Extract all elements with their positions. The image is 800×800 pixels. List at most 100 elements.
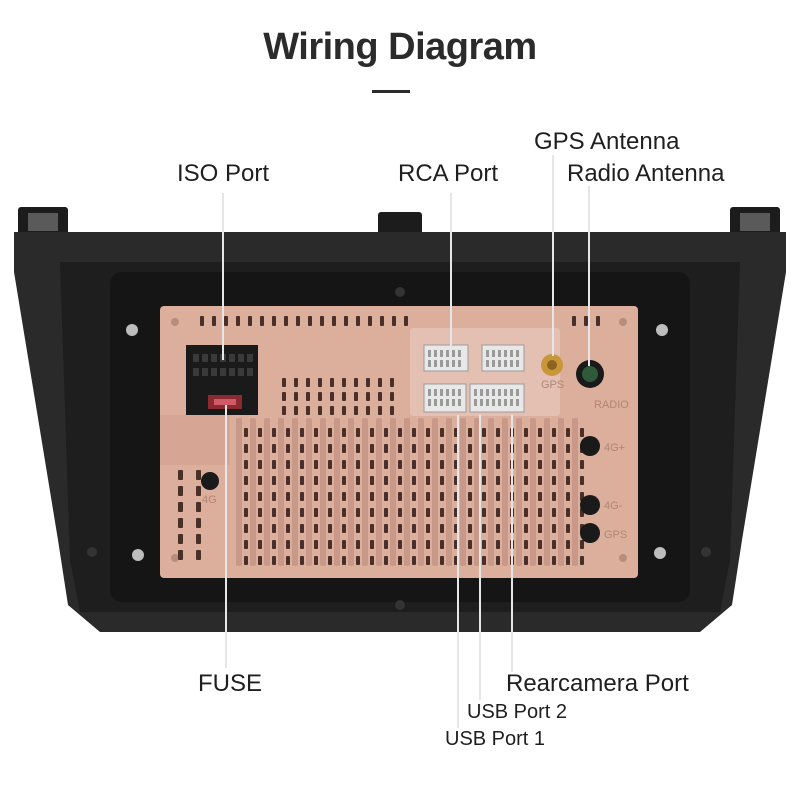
heatsink-rib bbox=[278, 418, 284, 566]
rib-hole bbox=[496, 492, 500, 501]
rca-pin bbox=[428, 399, 431, 406]
frame-hole-left bbox=[87, 547, 97, 557]
side-slot bbox=[196, 470, 201, 480]
rib-hole bbox=[300, 540, 304, 549]
rca-pin bbox=[510, 350, 513, 357]
rib-hole bbox=[342, 540, 346, 549]
rib-hole bbox=[552, 524, 556, 533]
rib-hole bbox=[328, 556, 332, 565]
rib-hole bbox=[356, 540, 360, 549]
rib-hole bbox=[384, 508, 388, 517]
rib-hole bbox=[342, 492, 346, 501]
rib-hole bbox=[426, 540, 430, 549]
rib-hole bbox=[398, 476, 402, 485]
rca-connectors bbox=[423, 344, 525, 413]
heatsink-rib bbox=[572, 418, 578, 566]
rib-hole bbox=[552, 460, 556, 469]
radio-antenna-jack bbox=[576, 360, 604, 388]
rib-hole bbox=[370, 492, 374, 501]
screw-top-right bbox=[656, 324, 668, 336]
rca-pin bbox=[428, 360, 431, 367]
rib-hole bbox=[384, 476, 388, 485]
rib-hole bbox=[552, 444, 556, 453]
heatsink-rib bbox=[264, 418, 270, 566]
rib-hole bbox=[580, 556, 584, 565]
rib-hole bbox=[328, 444, 332, 453]
vent-slot bbox=[236, 316, 240, 326]
rca-pin bbox=[492, 389, 495, 396]
rib-hole bbox=[272, 524, 276, 533]
rib-hole bbox=[286, 492, 290, 501]
rib-hole bbox=[468, 524, 472, 533]
vent-slot bbox=[306, 392, 310, 401]
right-tab-hole bbox=[740, 213, 770, 231]
rib-hole bbox=[496, 508, 500, 517]
rca-pin bbox=[428, 350, 431, 357]
rib-hole bbox=[258, 556, 262, 565]
rca-pin bbox=[492, 360, 495, 367]
rib-hole bbox=[412, 460, 416, 469]
vent-slot bbox=[404, 316, 408, 326]
rib-hole bbox=[566, 460, 570, 469]
label-rearcamera-port: Rearcamera Port bbox=[506, 670, 689, 697]
vent-slot bbox=[368, 316, 372, 326]
rca-pin bbox=[434, 389, 437, 396]
rib-hole bbox=[398, 492, 402, 501]
rca-pin bbox=[474, 389, 477, 396]
label-fuse: FUSE bbox=[198, 670, 263, 697]
rca-pin bbox=[504, 350, 507, 357]
rca-pin bbox=[474, 399, 477, 406]
rib-hole bbox=[244, 556, 248, 565]
rib-hole bbox=[412, 476, 416, 485]
iso-pin bbox=[211, 354, 217, 362]
side-slots bbox=[178, 470, 201, 560]
rib-hole bbox=[384, 428, 388, 437]
vent-slot bbox=[212, 316, 216, 326]
rca-pin bbox=[440, 360, 443, 367]
rib-hole bbox=[314, 556, 318, 565]
vent-slot bbox=[392, 316, 396, 326]
rib-hole bbox=[524, 508, 528, 517]
heatsink-rib bbox=[404, 418, 410, 566]
rib-hole bbox=[496, 556, 500, 565]
rib-hole bbox=[258, 540, 262, 549]
rib-hole bbox=[496, 460, 500, 469]
rib-hole bbox=[356, 556, 360, 565]
rca-pin bbox=[428, 389, 431, 396]
rib-hole bbox=[398, 524, 402, 533]
iso-pin bbox=[247, 368, 253, 376]
rca-pin bbox=[440, 350, 443, 357]
rib-hole bbox=[552, 428, 556, 437]
rib-hole bbox=[272, 508, 276, 517]
rib-hole bbox=[482, 460, 486, 469]
vent-slot bbox=[282, 406, 286, 415]
rib-hole bbox=[286, 460, 290, 469]
rib-hole bbox=[412, 444, 416, 453]
vent-slot bbox=[356, 316, 360, 326]
rib-hole bbox=[258, 428, 262, 437]
rib-hole bbox=[552, 476, 556, 485]
lte-minus-port bbox=[580, 495, 600, 515]
rca-pin bbox=[452, 389, 455, 396]
rib-hole bbox=[384, 460, 388, 469]
rca-pin bbox=[516, 350, 519, 357]
rib-hole bbox=[412, 524, 416, 533]
rca-pin bbox=[486, 360, 489, 367]
frame-hole-top bbox=[395, 287, 405, 297]
heatsink-rib bbox=[446, 418, 452, 566]
rib-hole bbox=[482, 540, 486, 549]
rib-hole bbox=[538, 428, 542, 437]
heatsink-rib bbox=[432, 418, 438, 566]
rib-hole bbox=[482, 476, 486, 485]
vent-slot bbox=[378, 378, 382, 387]
rib-hole bbox=[468, 492, 472, 501]
rib-hole bbox=[426, 508, 430, 517]
side-slot bbox=[178, 534, 183, 544]
iso-pin bbox=[238, 354, 244, 362]
vent-slot bbox=[296, 316, 300, 326]
rib-hole bbox=[496, 444, 500, 453]
gps-antenna-jack bbox=[541, 354, 563, 376]
rib-hole bbox=[580, 540, 584, 549]
marking-four-g: 4G bbox=[202, 494, 217, 506]
panel-screw bbox=[619, 318, 627, 326]
